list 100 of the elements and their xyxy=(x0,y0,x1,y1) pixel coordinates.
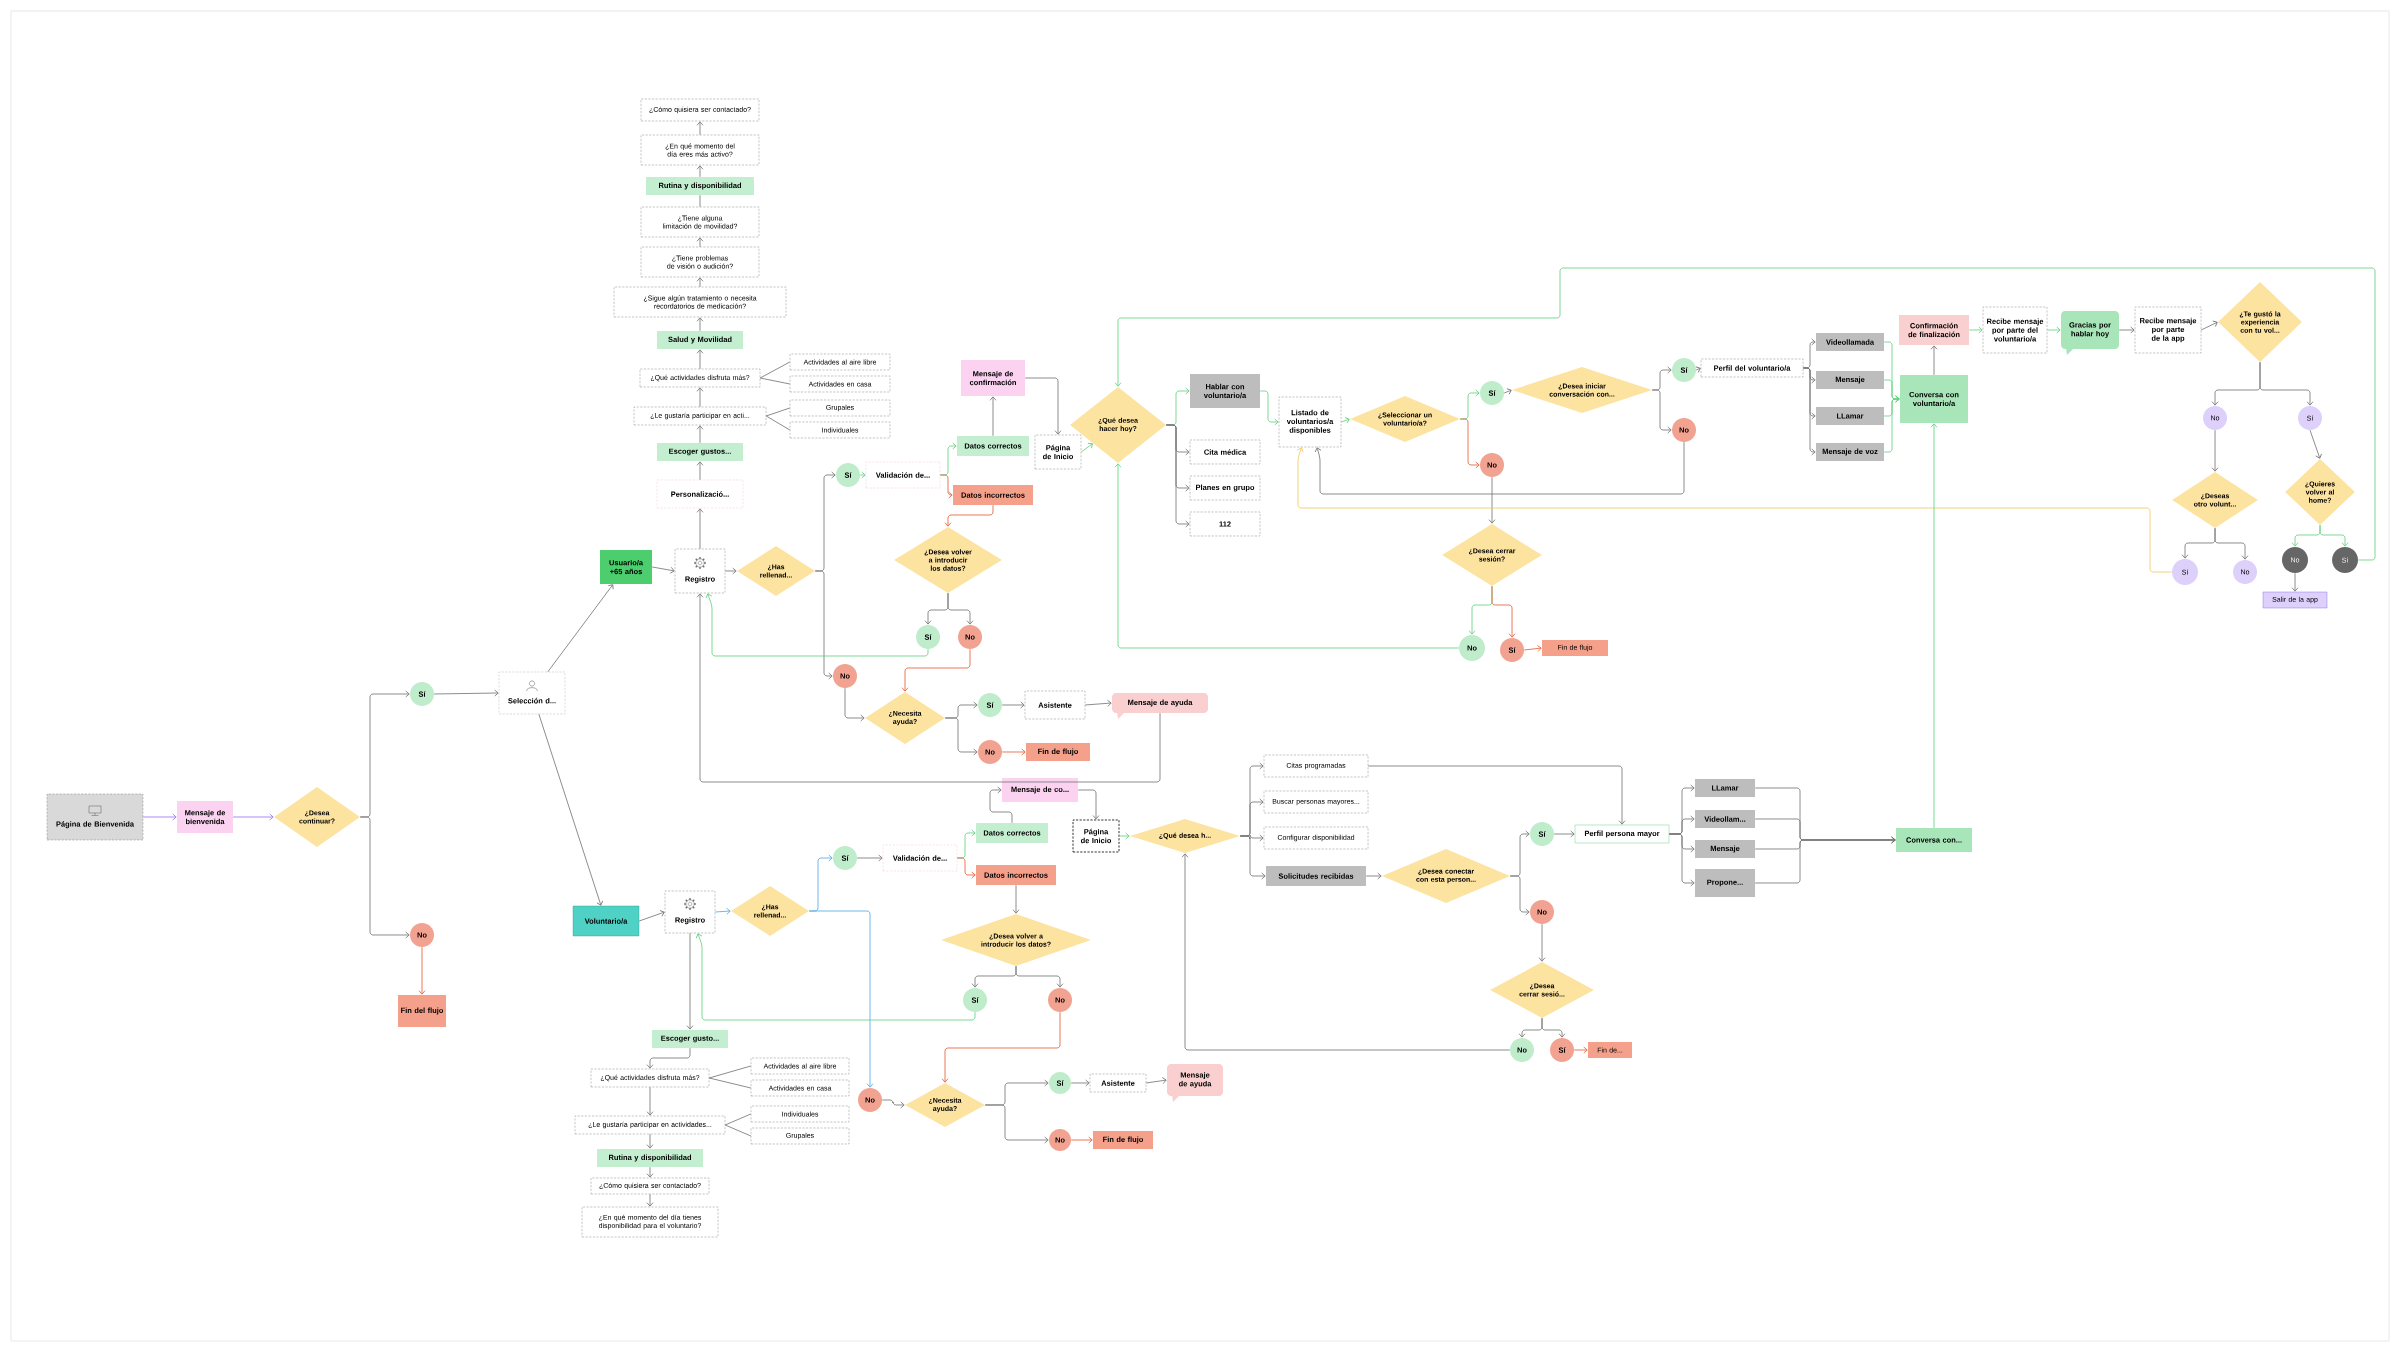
arrow xyxy=(1239,835,1266,880)
arrow xyxy=(1181,853,1511,1051)
arrow xyxy=(646,1133,654,1149)
connector-line xyxy=(759,377,791,385)
arrow xyxy=(2259,361,2314,406)
arrow xyxy=(1070,1079,1090,1087)
arrow xyxy=(651,566,675,574)
arrow xyxy=(1119,832,1130,840)
arrow xyxy=(696,165,704,178)
arrow xyxy=(538,713,604,906)
arrow xyxy=(2046,326,2061,334)
arrow xyxy=(2200,320,2218,331)
arrow xyxy=(956,857,976,879)
arrow xyxy=(1802,367,1816,456)
arrow xyxy=(724,567,737,575)
arrow xyxy=(696,593,1161,783)
connector-line xyxy=(724,1124,752,1137)
arrow xyxy=(2319,524,2349,547)
arrow xyxy=(696,349,704,370)
arrow xyxy=(1968,326,1983,334)
arrow xyxy=(1930,345,1938,376)
arrow xyxy=(1367,765,1626,825)
connector-line xyxy=(724,1113,752,1126)
arrow xyxy=(859,471,866,479)
arrow xyxy=(696,387,704,408)
arrow xyxy=(2118,326,2135,334)
arrow xyxy=(646,1193,654,1207)
arrow xyxy=(1553,830,1575,838)
connector-line xyxy=(765,415,791,431)
arrow xyxy=(142,813,177,821)
arrow xyxy=(947,592,974,625)
arrow xyxy=(1538,923,1546,962)
arrow xyxy=(696,237,704,248)
arrow xyxy=(2291,572,2299,592)
arrow xyxy=(1754,836,1896,884)
connector-line xyxy=(708,1065,752,1079)
arrow xyxy=(695,933,976,1021)
arrow xyxy=(2309,429,2322,459)
arrow xyxy=(856,854,883,862)
arrow xyxy=(696,508,704,550)
arrow xyxy=(1488,476,1496,524)
arrow xyxy=(1001,748,1026,756)
arrow xyxy=(1503,388,1512,395)
arrow xyxy=(1523,645,1542,652)
arrow xyxy=(1459,418,1480,469)
arrow xyxy=(1024,377,1062,435)
arrow xyxy=(1077,789,1100,820)
connector-line xyxy=(708,1077,752,1089)
arrow xyxy=(944,504,994,527)
arrow xyxy=(941,1011,1061,1083)
arrow xyxy=(359,816,410,939)
arrow xyxy=(1084,699,1112,707)
arrow xyxy=(1015,965,1064,988)
arrow xyxy=(1573,1046,1588,1054)
arrow xyxy=(1080,443,1093,453)
arrow xyxy=(1541,1017,1566,1038)
arrow xyxy=(1365,872,1382,880)
arrow xyxy=(901,648,971,692)
connector-line xyxy=(759,361,791,379)
arrow xyxy=(1651,389,1672,434)
arrow xyxy=(1491,585,1516,638)
arrow xyxy=(686,932,694,1030)
arrow xyxy=(1165,424,1190,528)
arrow xyxy=(939,474,953,499)
arrow xyxy=(1114,267,2376,561)
connector-line xyxy=(699,194,701,208)
arrow xyxy=(1001,701,1025,709)
arrow xyxy=(696,425,704,444)
arrow xyxy=(705,593,929,657)
arrow xyxy=(433,689,499,697)
arrow xyxy=(1259,390,1279,426)
arrow xyxy=(944,717,978,756)
arrow xyxy=(1114,463,1460,649)
arrow xyxy=(1509,875,1530,916)
arrow xyxy=(1297,447,2173,573)
arrow xyxy=(714,907,731,915)
arrow xyxy=(1695,366,1701,373)
arrow xyxy=(646,1166,654,1178)
arrow xyxy=(696,277,704,288)
arrow xyxy=(547,584,614,673)
arrow xyxy=(1012,884,1020,914)
arrow xyxy=(814,570,833,680)
arrow xyxy=(808,910,874,1088)
arrow xyxy=(2211,429,2219,472)
arrow xyxy=(2214,527,2249,560)
arrow xyxy=(1930,423,1938,829)
arrow xyxy=(638,910,665,922)
arrow xyxy=(1883,395,1900,453)
arrow xyxy=(989,396,997,437)
arrow xyxy=(989,786,1013,824)
arrow xyxy=(1668,833,1695,887)
connector-line xyxy=(765,407,791,417)
arrow xyxy=(418,946,426,995)
arrow xyxy=(696,461,704,481)
arrow xyxy=(984,1104,1049,1144)
arrow xyxy=(646,1086,654,1116)
arrow xyxy=(844,687,865,722)
arrow xyxy=(232,813,274,821)
arrow xyxy=(1340,417,1350,424)
arrow xyxy=(1070,1136,1093,1144)
